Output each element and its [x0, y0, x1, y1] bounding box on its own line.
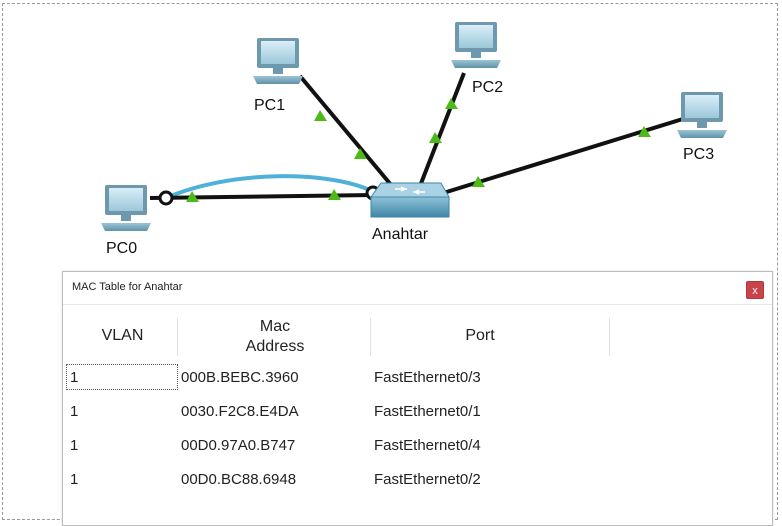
link-pc2-switch[interactable] — [418, 72, 466, 187]
dialog-title: MAC Table for Anahtar — [72, 281, 183, 293]
header-separator[interactable] — [609, 318, 610, 356]
cell-vlan: 1 — [70, 369, 79, 386]
cell-mac: 0030.F2C8.E4DA — [181, 403, 299, 420]
pc1-label: PC1 — [254, 97, 286, 114]
header-separator[interactable] — [177, 318, 178, 356]
cell-port: FastEthernet0/4 — [374, 437, 481, 454]
header-mac-line2: Address — [245, 338, 305, 355]
pc0-label: PC0 — [106, 240, 138, 257]
pc-icon-pc1[interactable] — [253, 38, 303, 84]
cell-port: FastEthernet0/1 — [374, 403, 481, 420]
header-vlan[interactable]: VLAN — [101, 327, 144, 344]
mac-table-dialog: MAC Table for Anahtar x VLAN Mac Address… — [62, 271, 773, 526]
header-port[interactable]: Port — [465, 327, 495, 344]
cell-mac: 00D0.97A0.B747 — [181, 437, 296, 454]
cell-vlan: 1 — [70, 437, 79, 454]
focused-cell-outline — [66, 364, 178, 390]
header-mac-line1: Mac — [259, 318, 291, 335]
pc3-label: PC3 — [683, 146, 715, 163]
dialog-titlebar[interactable]: MAC Table for Anahtar x — [63, 272, 772, 305]
cell-mac: 00D0.BC88.6948 — [181, 471, 297, 488]
cell-vlan: 1 — [70, 403, 79, 420]
pc2-label: PC2 — [472, 79, 504, 96]
pc-icon-pc3[interactable] — [677, 92, 727, 138]
link-up-triangle-icon — [186, 98, 651, 202]
header-mac-address[interactable]: Mac Address — [215, 317, 335, 357]
cell-port: FastEthernet0/3 — [374, 369, 481, 386]
link-pc1-switch[interactable] — [298, 74, 394, 188]
switch-icon[interactable] — [370, 182, 450, 218]
mac-table: VLAN Mac Address Port 1 000B.BEBC.3960 F… — [65, 312, 770, 525]
cell-vlan: 1 — [70, 471, 79, 488]
cell-mac: 000B.BEBC.3960 — [181, 369, 299, 386]
pc-icon-pc0[interactable] — [101, 185, 151, 231]
close-icon[interactable]: x — [746, 281, 764, 299]
cell-port: FastEthernet0/2 — [374, 471, 481, 488]
pc-icon-pc2[interactable] — [451, 22, 501, 68]
switch-label: Anahtar — [372, 226, 429, 243]
header-separator[interactable] — [370, 318, 371, 356]
link-pc0-switch[interactable] — [149, 174, 381, 206]
